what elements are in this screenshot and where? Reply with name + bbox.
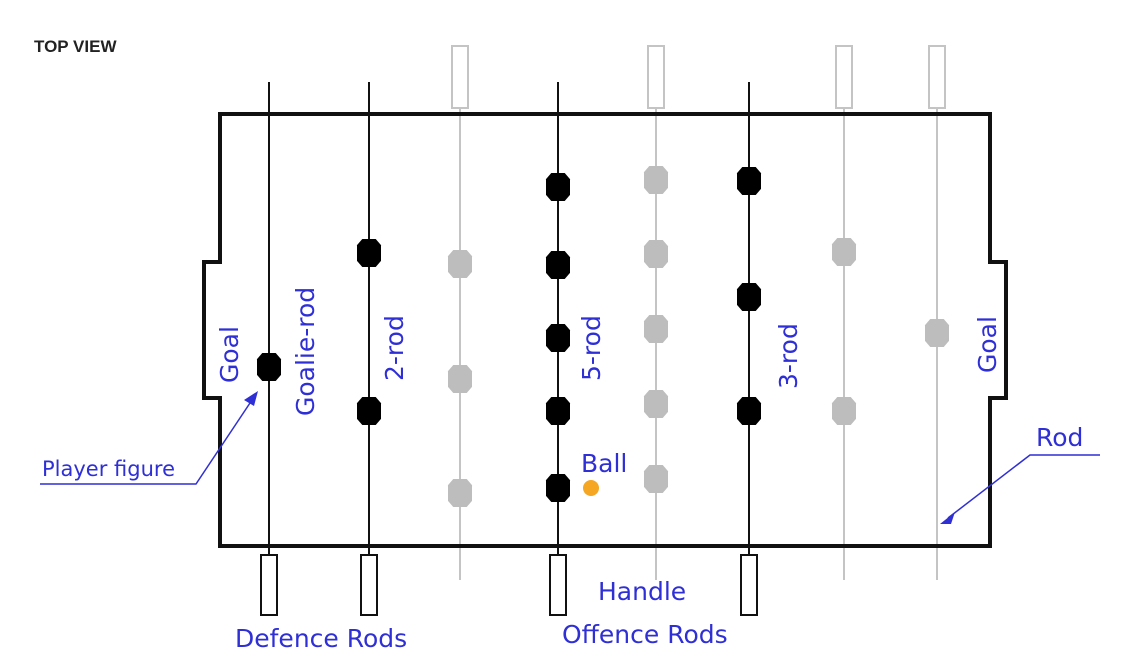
goal-right-label: Goal [973, 316, 1002, 373]
player-figure-arrow [40, 399, 253, 485]
light-player-figure [448, 365, 472, 393]
light-player-figure [644, 240, 668, 268]
table-outline [202, 112, 1008, 548]
dark-player-figure [546, 474, 570, 502]
light-player-figure [448, 479, 472, 507]
ball [583, 480, 599, 496]
light-player-figures [448, 166, 949, 507]
three-rod-handle [740, 554, 758, 616]
goal-left-label: Goal [215, 326, 244, 383]
dark-player-figure [546, 251, 570, 279]
light-player-figure [644, 166, 668, 194]
ball-label: Ball [581, 449, 627, 478]
dark-player-figure [546, 397, 570, 425]
light-player-figure [832, 397, 856, 425]
dark-player-figure [546, 173, 570, 201]
goalie-rod-handle [260, 554, 278, 616]
dark-handles [260, 554, 758, 616]
dark-rods [268, 82, 750, 555]
rod-label: Rod [1036, 423, 1083, 452]
rod-arrowhead [940, 512, 955, 524]
dark-player-figures [257, 167, 761, 502]
dark-player-figure [257, 353, 281, 381]
light-player-figure [448, 250, 472, 278]
light-player-figure [832, 238, 856, 266]
dark-player-figure [737, 167, 761, 195]
light-player-figure [925, 319, 949, 347]
light-rod-3-handle [835, 45, 853, 109]
player-figure-label: Player figure [42, 457, 175, 481]
light-player-figure [644, 315, 668, 343]
dark-player-figure [357, 239, 381, 267]
light-rod-2-handle [647, 45, 665, 109]
offence-rods-label: Offence Rods [562, 620, 728, 649]
light-rods [451, 45, 946, 580]
dark-player-figure [546, 324, 570, 352]
light-player-figure [644, 390, 668, 418]
dark-player-figure [737, 397, 761, 425]
two-rod-label: 2-rod [380, 315, 409, 381]
two-rod-handle [360, 554, 378, 616]
three-rod-label: 3-rod [774, 323, 803, 389]
five-rod-label: 5-rod [577, 315, 606, 381]
light-player-figure [644, 465, 668, 493]
goalie-rod-label: Goalie-rod [291, 287, 320, 416]
five-rod-handle [549, 554, 567, 616]
light-rod-1-handle [451, 45, 469, 109]
rod-arrow [947, 454, 1100, 519]
player-figure-arrowhead [244, 391, 258, 406]
arrows [40, 391, 1100, 524]
handle-label: Handle [598, 577, 686, 606]
light-rod-4-handle [928, 45, 946, 109]
defence-rods-label: Defence Rods [235, 624, 407, 653]
dark-player-figure [357, 397, 381, 425]
dark-player-figure [737, 283, 761, 311]
diagram-title: TOP VIEW [34, 37, 117, 56]
labels: Goal Goalie-rod 2-rod 5-rod 3-rod Goal B… [42, 287, 1083, 653]
